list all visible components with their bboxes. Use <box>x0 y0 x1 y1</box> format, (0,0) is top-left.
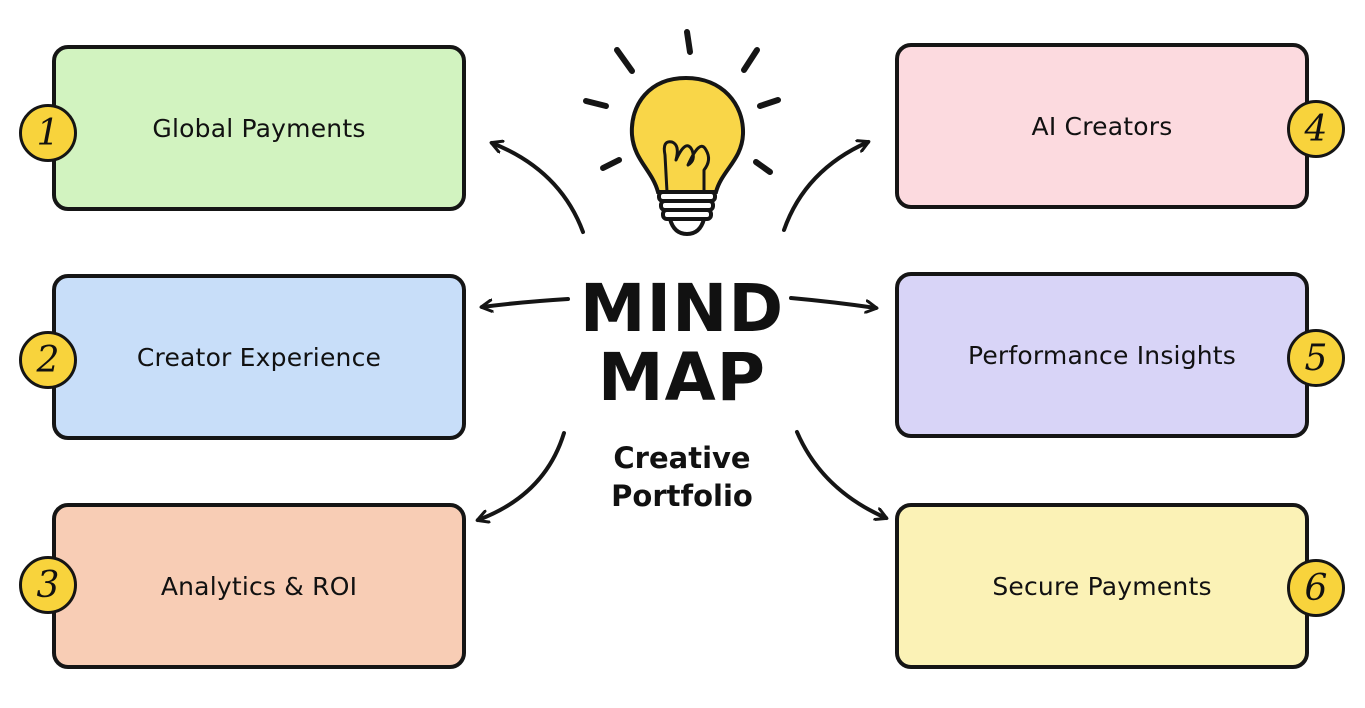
node-label-3: Analytics & ROI <box>160 571 358 601</box>
node-badge-2: 2 <box>19 331 77 389</box>
subtitle-line-2: Portfolio <box>611 479 753 513</box>
node-badge-4: 4 <box>1287 100 1345 158</box>
node-box-6: Secure Payments <box>895 503 1309 669</box>
node-box-3: Analytics & ROI <box>52 503 466 669</box>
arrow-to-node-3 <box>478 431 566 520</box>
node-box-2: Creator Experience <box>52 274 466 440</box>
arrow-to-node-4 <box>782 142 868 232</box>
node-label-2: Creator Experience <box>136 342 382 372</box>
node-badge-1: 1 <box>19 104 77 162</box>
node-box-5: Performance Insights <box>895 272 1309 438</box>
arrow-to-node-2 <box>482 297 570 307</box>
node-box-4: AI Creators <box>895 43 1309 209</box>
node-label-6: Secure Payments <box>992 571 1212 601</box>
node-label-1: Global Payments <box>152 113 366 143</box>
title-line-2: MAP <box>597 339 767 416</box>
lightbulb-icon <box>583 29 781 237</box>
node-badge-6: 6 <box>1287 559 1345 617</box>
arrow-to-node-1 <box>492 143 585 234</box>
arrow-to-node-6 <box>795 430 886 518</box>
node-label-5: Performance Insights <box>967 340 1237 370</box>
node-badge-5: 5 <box>1287 329 1345 387</box>
node-badge-3: 3 <box>19 556 77 614</box>
subtitle-line-1: Creative <box>613 441 751 475</box>
arrow-to-node-5 <box>789 296 876 308</box>
node-label-4: AI Creators <box>1031 111 1173 141</box>
node-box-1: Global Payments <box>52 45 466 211</box>
title-line-1: MIND <box>579 270 785 347</box>
